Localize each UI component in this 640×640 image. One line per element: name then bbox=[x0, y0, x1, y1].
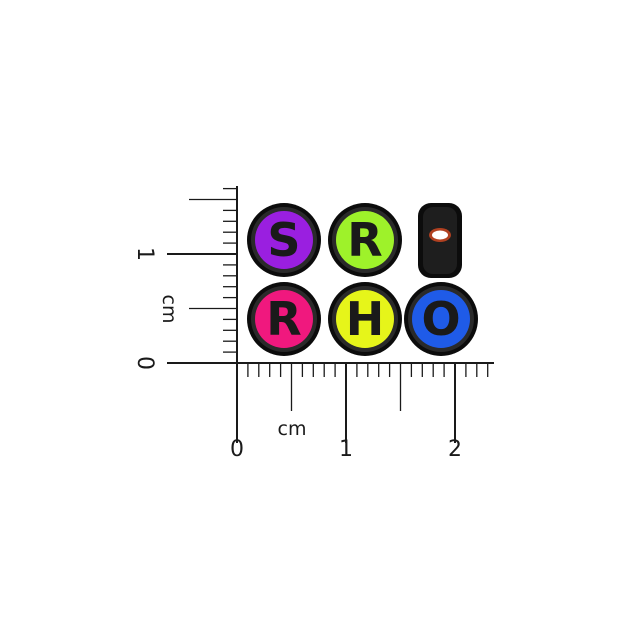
bead-letter: O bbox=[421, 292, 460, 346]
bead-letter-h: H bbox=[328, 282, 402, 356]
bead-letter: R bbox=[266, 292, 301, 346]
horizontal-ruler-label-2: 2 bbox=[448, 437, 462, 462]
bead-letter-o: O bbox=[404, 282, 478, 356]
vertical-ruler-label-1: 1 bbox=[132, 247, 157, 261]
vertical-ruler-ticks bbox=[167, 187, 237, 364]
bead-letter: H bbox=[346, 292, 385, 346]
bead-letter-r-pink: R bbox=[247, 282, 321, 356]
horizontal-ruler-ticks bbox=[236, 363, 489, 443]
horizontal-ruler-unit: cm bbox=[278, 418, 307, 440]
vertical-ruler-label-0: 0 bbox=[132, 356, 157, 370]
bead-letter: R bbox=[347, 213, 382, 267]
bead-side-view bbox=[418, 203, 462, 278]
bead-letter-s: S bbox=[247, 203, 321, 277]
vertical-ruler-unit: cm bbox=[158, 295, 180, 324]
beads: S R R H bbox=[247, 203, 478, 356]
horizontal-ruler-label-0: 0 bbox=[230, 437, 244, 462]
vertical-ruler: 0 1 cm bbox=[132, 186, 238, 370]
bead-letter-r-green: R bbox=[328, 203, 402, 277]
bead-letter: S bbox=[267, 213, 300, 267]
horizontal-ruler-label-1: 1 bbox=[339, 437, 353, 462]
horizontal-ruler: 0 1 2 cm bbox=[230, 362, 494, 462]
